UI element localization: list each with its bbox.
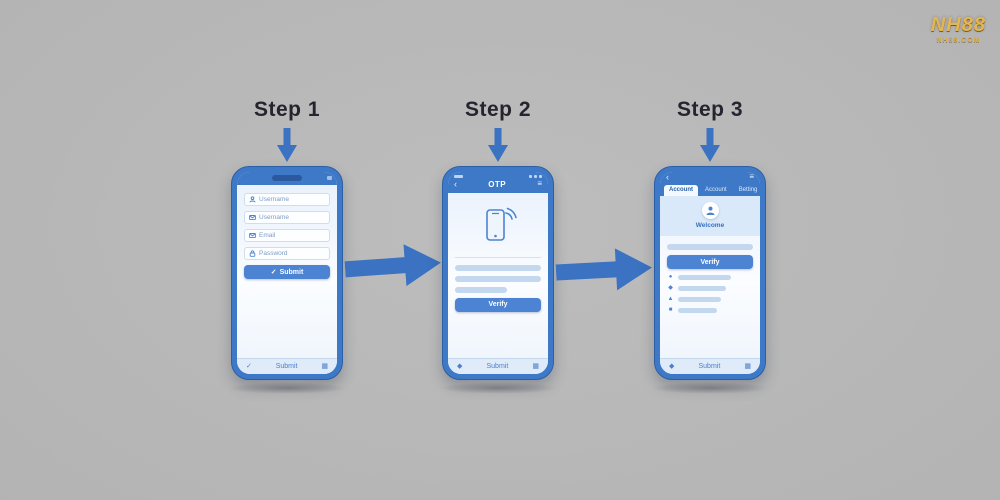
text-placeholder [678,307,717,313]
phone-mockup-step2: ‹ OTP ≡ [442,166,554,380]
verify-button[interactable]: Verify [455,297,541,312]
header-title: OTP [488,179,507,189]
text-placeholder [455,286,507,293]
check-icon[interactable]: ✓ [246,363,252,370]
brand-logo-title: NH88 [930,14,986,36]
bell-icon: ◆ [668,285,673,291]
text-placeholder [678,296,721,302]
gear-icon: ■ [668,307,673,313]
phone-screen: Username Username Email [237,172,337,374]
welcome-card: Welcome [660,196,760,236]
status-time [454,175,463,178]
phone-mockup-step3: ‹ ≡ Account Account Betting [654,166,766,380]
email-field[interactable]: Email [244,229,330,242]
brand-logo-subtitle: NH88.COM [936,37,981,44]
menu-icon[interactable]: ≡ [749,172,754,181]
app-header: ‹ ≡ Account Account Betting [660,172,760,196]
phone-signal-icon [477,205,519,250]
status-icon [327,176,332,180]
list-item[interactable]: ▲ [667,296,753,302]
tab-bar: Account Account Betting [660,183,760,196]
bottom-nav-label[interactable]: Submit [486,363,509,370]
flow-arrow-right-icon [344,244,441,287]
field-placeholder: Username [259,214,289,221]
verify-button[interactable]: Verify [667,255,753,269]
bottom-nav-bar: ✓ Submit ▦ [237,358,337,374]
grid-icon[interactable]: ▦ [532,363,539,370]
mail-icon [249,233,256,239]
text-placeholder [455,264,541,271]
submit-button[interactable]: ✓ Submit [244,265,330,279]
submit-button-label: Submit [279,268,304,276]
text-placeholder [678,285,727,291]
bottom-nav-bar: ◆ Submit ▦ [660,358,760,374]
brand-logo: NH88 NH88.COM [931,14,986,44]
phone-screen: ‹ OTP ≡ [448,172,548,374]
tab-account-active[interactable]: Account [664,185,698,196]
step3-label: Step 3 [676,98,744,121]
menu-icon[interactable]: ≡ [537,179,542,188]
avatar [701,202,719,219]
text-placeholder [455,275,541,282]
lock-icon [249,250,256,257]
verify-button-label: Verify [700,258,720,266]
user-icon [249,196,256,203]
down-arrow-icon [700,128,720,162]
step1-column: Step 1 Username [228,98,346,394]
verify-button-label: Verify [488,301,508,308]
mail-icon [249,215,256,221]
notch [272,175,302,181]
username-field[interactable]: Username [244,193,330,206]
down-arrow-icon [277,128,297,162]
bottom-nav-label[interactable]: Submit [275,363,298,370]
text-placeholder [678,274,732,280]
welcome-text: Welcome [695,222,725,229]
grid-icon[interactable]: ▦ [321,363,328,370]
otp-body: Verify [448,193,548,359]
field-placeholder: Password [259,250,288,257]
check-icon: ✓ [270,269,277,276]
diamond-icon[interactable]: ◆ [457,363,463,370]
status-bar [448,172,548,179]
bottom-nav-bar: ◆ Submit ▦ [448,358,548,374]
grid-icon[interactable]: ▦ [744,363,751,370]
user-icon: ● [668,274,673,280]
phone-notch-bar [237,172,337,185]
password-field[interactable]: Password [244,247,330,260]
back-icon[interactable]: ‹ [454,179,457,189]
account-body: Verify ● ◆ ▲ ■ [660,236,760,358]
username2-field[interactable]: Username [244,211,330,224]
phone-screen: ‹ ≡ Account Account Betting [660,172,760,374]
list-item[interactable]: ■ [667,307,753,313]
back-icon[interactable]: ‹ [666,172,669,182]
tag-icon: ▲ [667,296,674,302]
field-placeholder: Email [259,232,276,239]
down-arrow-icon [488,128,508,162]
signup-form: Username Username Email [237,185,337,358]
tab-betting[interactable]: Betting [738,187,758,193]
status-icons [529,175,542,178]
text-placeholder [667,244,753,250]
phone-mockup-step1: Username Username Email [231,166,343,380]
step2-column: Step 2 ‹ OTP ≡ [439,98,557,394]
step1-label: Step 1 [253,98,321,121]
divider [455,256,541,258]
header-nav-row: ‹ ≡ [660,172,760,183]
list-item[interactable]: ◆ [667,285,753,291]
flow-arrow-right-icon [555,248,652,291]
app-header: ‹ OTP ≡ [448,172,548,193]
step3-column: Step 3 ‹ ≡ Account Account Betting [651,98,769,394]
phone-shadow [651,382,769,394]
bottom-nav-label[interactable]: Submit [698,363,721,370]
header-title-row: ‹ OTP ≡ [448,179,548,193]
phone-shadow [228,382,346,394]
diamond-icon[interactable]: ◆ [669,363,675,370]
phone-shadow [439,382,557,394]
tab-account[interactable]: Account [705,187,727,193]
step2-label: Step 2 [464,98,532,121]
list-item[interactable]: ● [667,274,753,280]
field-placeholder: Username [259,196,289,203]
